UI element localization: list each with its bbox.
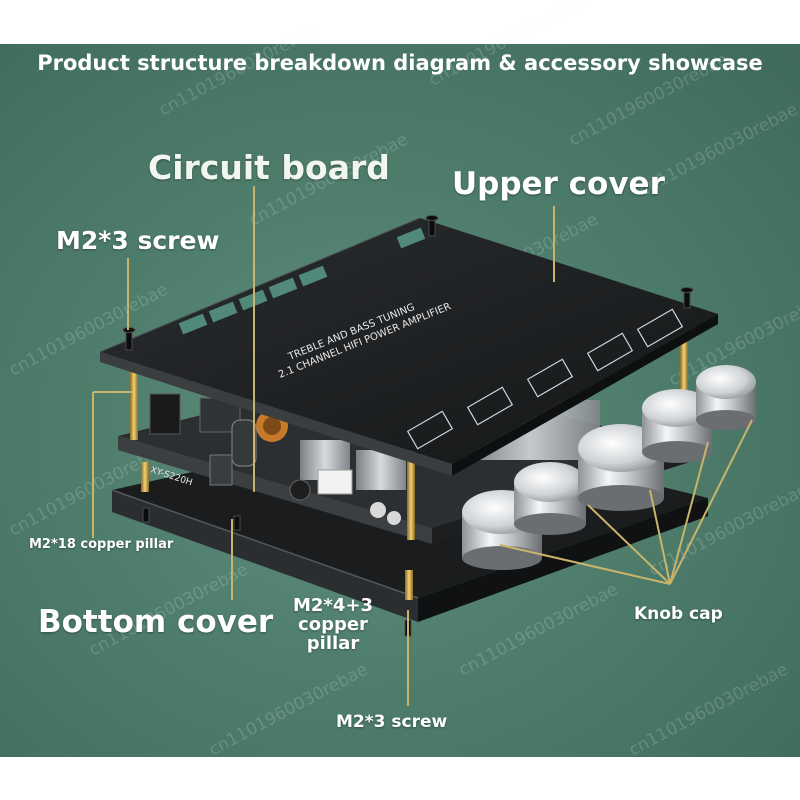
label-bottom-cover: Bottom cover [38, 604, 274, 640]
copper-pillar [405, 570, 413, 600]
knob-cap [514, 462, 586, 535]
bottom-border [0, 757, 800, 800]
label-copper-pillar-43: M2*4+3 copper pillar [293, 595, 373, 654]
upper-cover [99, 217, 718, 476]
knob-caps [462, 365, 756, 570]
label-circuit-board: Circuit board [148, 148, 390, 187]
leader-lines [92, 186, 753, 706]
knob-cap [696, 365, 756, 430]
knob-cap [642, 389, 712, 463]
copper-pillar [141, 462, 149, 492]
label-copper-pillar-18: M2*18 copper pillar [29, 537, 174, 552]
copper-pillars-m2-18 [130, 330, 688, 540]
top-border [0, 0, 800, 44]
label-screw-bottom: M2*3 screw [336, 712, 448, 732]
diagram-title: Product structure breakdown diagram & ac… [37, 51, 763, 75]
label-knob-cap: Knob cap [634, 604, 723, 624]
label-screw-top: M2*3 screw [56, 226, 220, 255]
label-upper-cover: Upper cover [452, 166, 665, 202]
